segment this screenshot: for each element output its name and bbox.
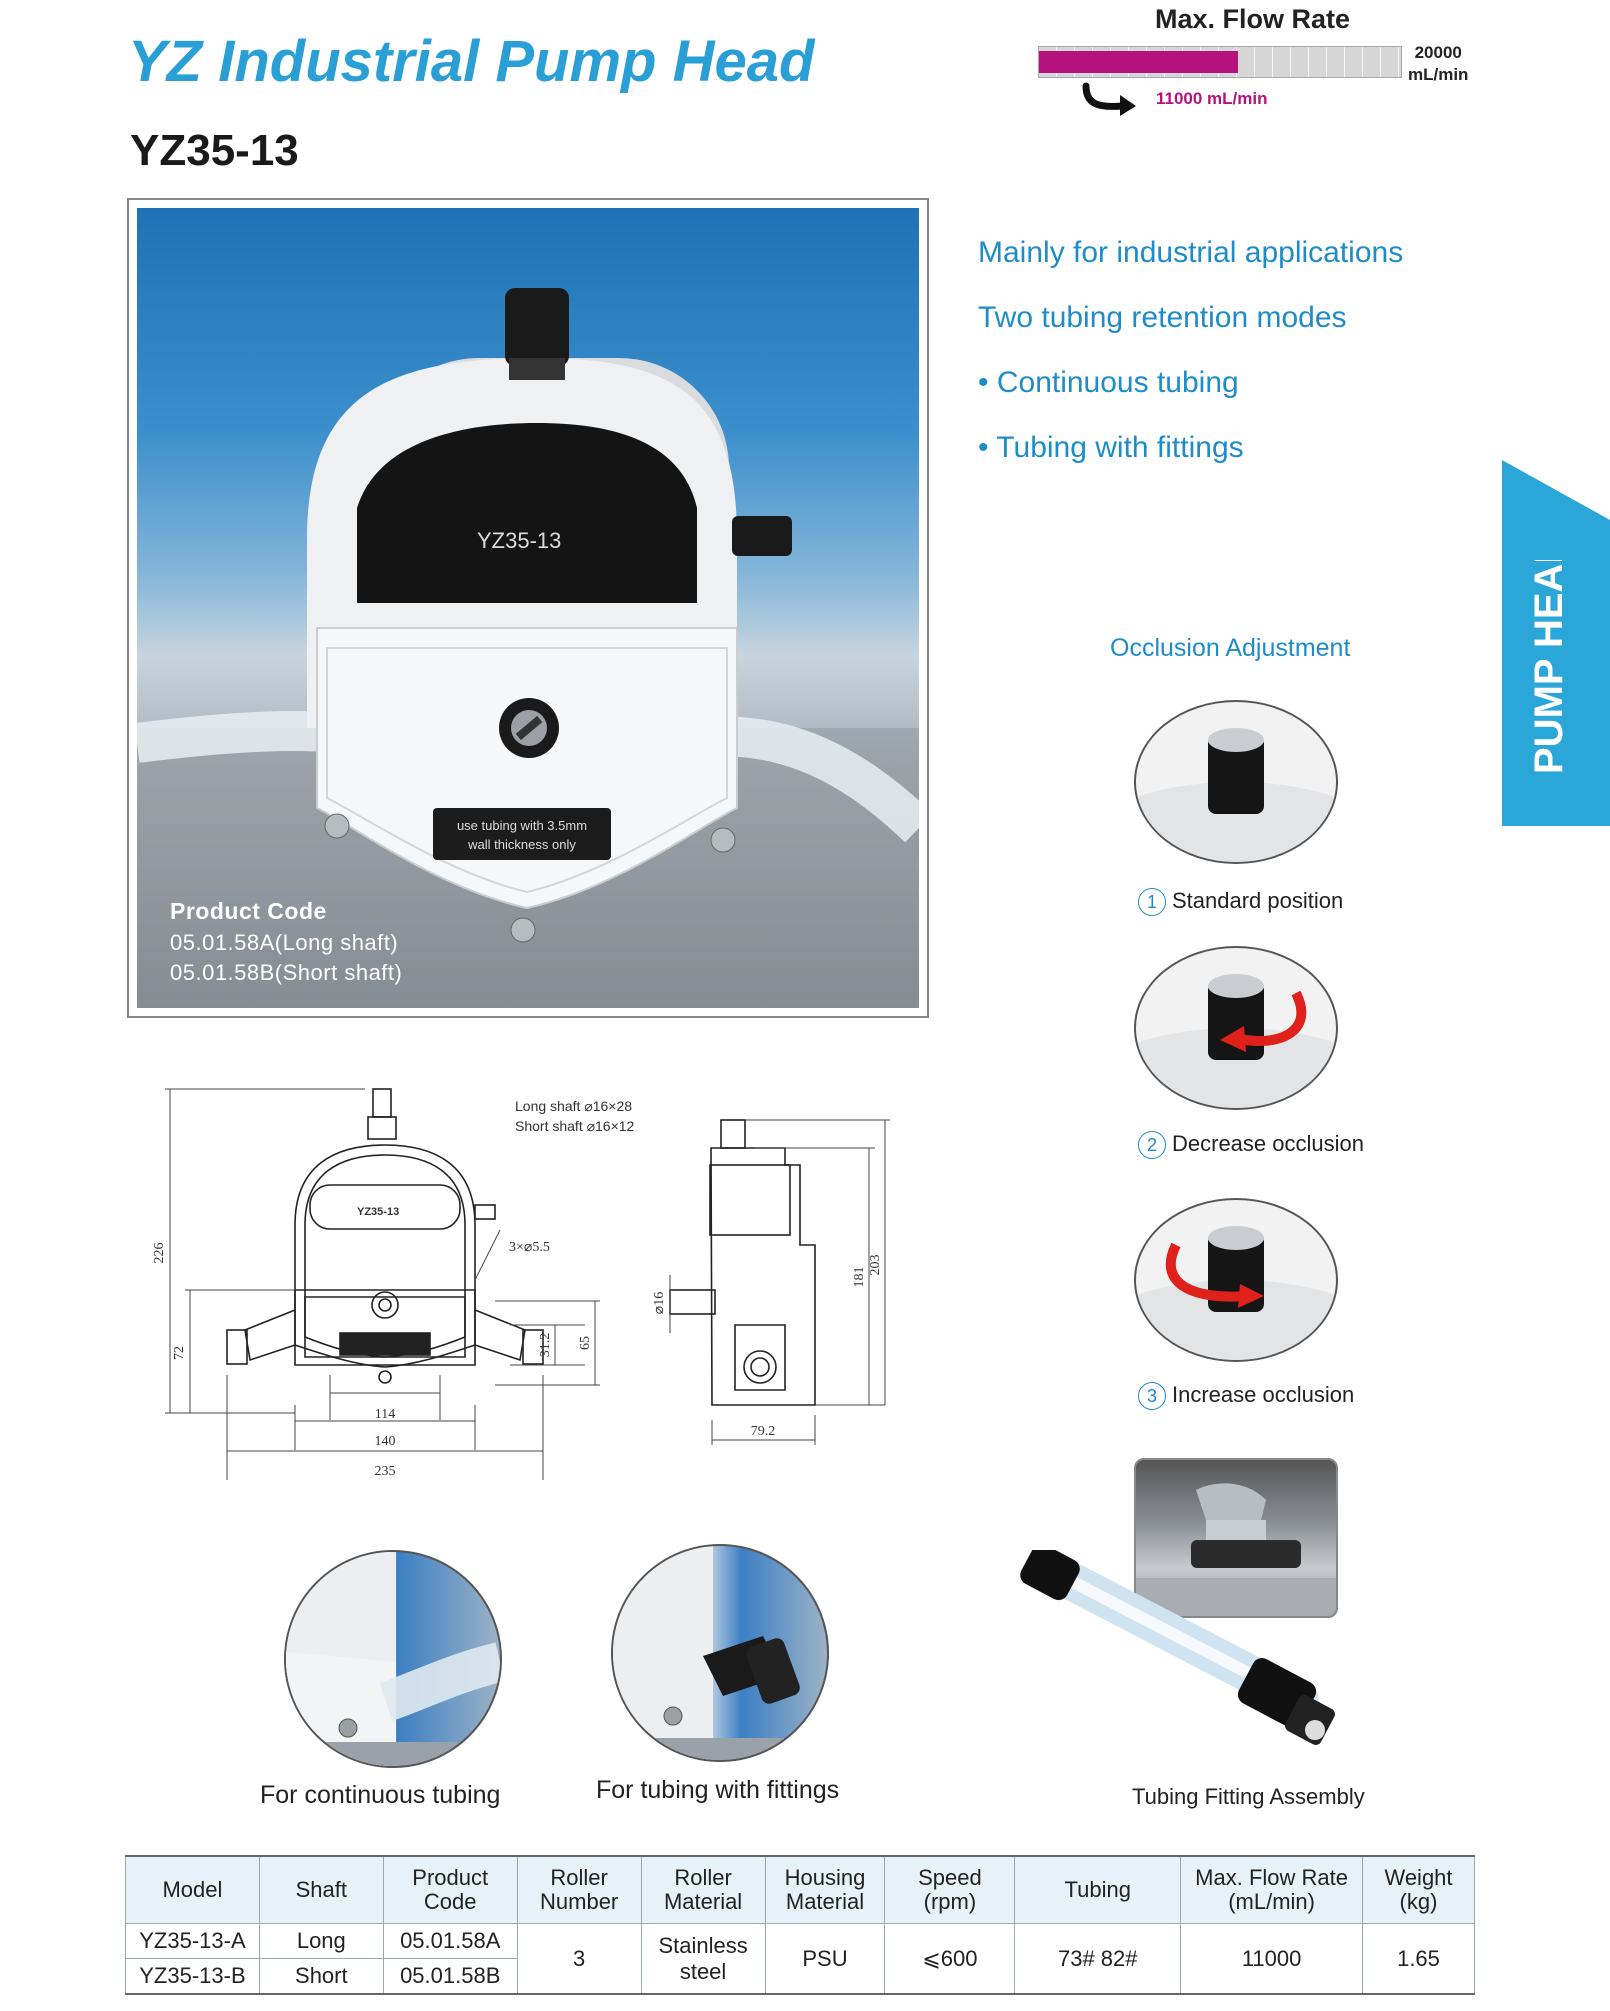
product-code-a: 05.01.58A(Long shaft) <box>170 930 399 955</box>
cell-housing-material: PSU <box>764 1923 886 1995</box>
warning-line-2: wall thickness only <box>467 837 576 852</box>
dim-140: 140 <box>375 1434 396 1449</box>
model-number: YZ35-13 <box>130 126 299 175</box>
feature-item: • Tubing with fittings <box>978 431 1244 464</box>
housing-label: YZ35-13 <box>477 528 561 553</box>
continuous-tubing-caption: For continuous tubing <box>260 1781 501 1809</box>
dim-203: 203 <box>868 1255 883 1276</box>
section-tab-label: PUMP HEADS <box>1527 560 1571 774</box>
dim-65: 65 <box>578 1336 593 1350</box>
dim-235: 235 <box>375 1464 396 1479</box>
product-code-label: Product Code <box>170 898 327 924</box>
occlusion-standard-image <box>1134 700 1338 864</box>
cell-model: YZ35-13-B <box>125 1958 260 1995</box>
dim-16: ⌀16 <box>652 1292 667 1314</box>
tubing-fitting-assembly-image <box>1020 1550 1335 1745</box>
cell-shaft: Short <box>258 1958 384 1995</box>
flow-rate-fill <box>1039 51 1239 73</box>
dim-181: 181 <box>852 1267 867 1288</box>
col-weight: Weight(kg) <box>1362 1855 1475 1924</box>
flow-rate-max: 20000 mL/min <box>1408 42 1468 86</box>
feature-item: • Continuous tubing <box>978 366 1239 399</box>
page-title: YZ Industrial Pump Head <box>128 29 815 94</box>
cell-code: 05.01.58B <box>382 1958 518 1995</box>
occlusion-decrease-image <box>1134 946 1338 1110</box>
col-shaft: Shaft <box>258 1855 384 1924</box>
dim-226: 226 <box>152 1243 167 1264</box>
flow-rate-max-unit: mL/min <box>1408 65 1469 84</box>
col-tubing: Tubing <box>1014 1855 1182 1924</box>
technical-drawing: Long shaft ⌀16×28 Short shaft ⌀16×12 3×⌀… <box>152 1088 890 1480</box>
section-tab <box>1502 460 1610 826</box>
tubing-fitting-assembly-caption: Tubing Fitting Assembly <box>1132 1784 1365 1809</box>
drawing-housing-label: YZ35-13 <box>357 1206 399 1218</box>
product-photo: YZ35-13 use tubing with 3.5mm wall thick… <box>137 208 919 1008</box>
cell-shaft: Long <box>258 1923 384 1959</box>
feature-item: Mainly for industrial applications <box>978 236 1404 269</box>
cell-tubing: 73# 82# <box>1014 1923 1182 1995</box>
product-photo-frame: YZ35-13 use tubing with 3.5mm wall thick… <box>127 198 929 1018</box>
product-code-b: 05.01.58B(Short shaft) <box>170 960 403 985</box>
flow-rate-label: Max. Flow Rate <box>1154 4 1351 34</box>
cell-weight: 1.65 <box>1362 1923 1475 1995</box>
warning-line-1: use tubing with 3.5mm <box>457 818 587 833</box>
dim-72: 72 <box>172 1346 187 1360</box>
drawing-holes: 3×⌀5.5 <box>509 1240 550 1255</box>
cell-max-flow: 11000 <box>1180 1923 1363 1995</box>
section-tab-text: PUMP HEADS <box>1527 560 1571 774</box>
dim-31-2: 31.2 <box>538 1333 553 1358</box>
cell-speed: ⩽600 <box>884 1923 1016 1995</box>
occlusion-title: Occlusion Adjustment <box>1110 634 1351 662</box>
flow-rate-bar <box>1038 46 1402 78</box>
cell-roller-number: 3 <box>516 1923 642 1995</box>
col-max-flow: Max. Flow Rate(mL/min) <box>1180 1855 1363 1924</box>
col-model: Model <box>125 1855 260 1924</box>
fitting-closeup-image <box>1134 1458 1338 1618</box>
tubing-fittings-caption: For tubing with fittings <box>596 1776 840 1804</box>
cell-code: 05.01.58A <box>382 1923 518 1959</box>
col-speed: Speed(rpm) <box>884 1855 1016 1924</box>
cell-model: YZ35-13-A <box>125 1923 260 1959</box>
flow-rate-max-value: 20000 <box>1414 43 1462 62</box>
dim-114: 114 <box>375 1407 395 1422</box>
continuous-tubing-image <box>284 1550 502 1768</box>
flow-rate-value: 11000 mL/min <box>1156 89 1268 108</box>
dim-79-2: 79.2 <box>751 1424 776 1439</box>
table-row: YZ35-13-B Short 05.01.58B <box>125 1958 1475 1995</box>
feature-item: Two tubing retention modes <box>978 301 1347 334</box>
curved-arrow-icon <box>1082 82 1136 116</box>
tubing-fittings-image <box>611 1544 829 1762</box>
drawing-shaft-short: Short shaft ⌀16×12 <box>515 1118 635 1134</box>
drawing-shaft-long: Long shaft ⌀16×28 <box>515 1098 632 1114</box>
pump-head-illustration: YZ35-13 use tubing with 3.5mm wall thick… <box>137 288 919 1008</box>
occlusion-increase-image <box>1134 1198 1338 1362</box>
